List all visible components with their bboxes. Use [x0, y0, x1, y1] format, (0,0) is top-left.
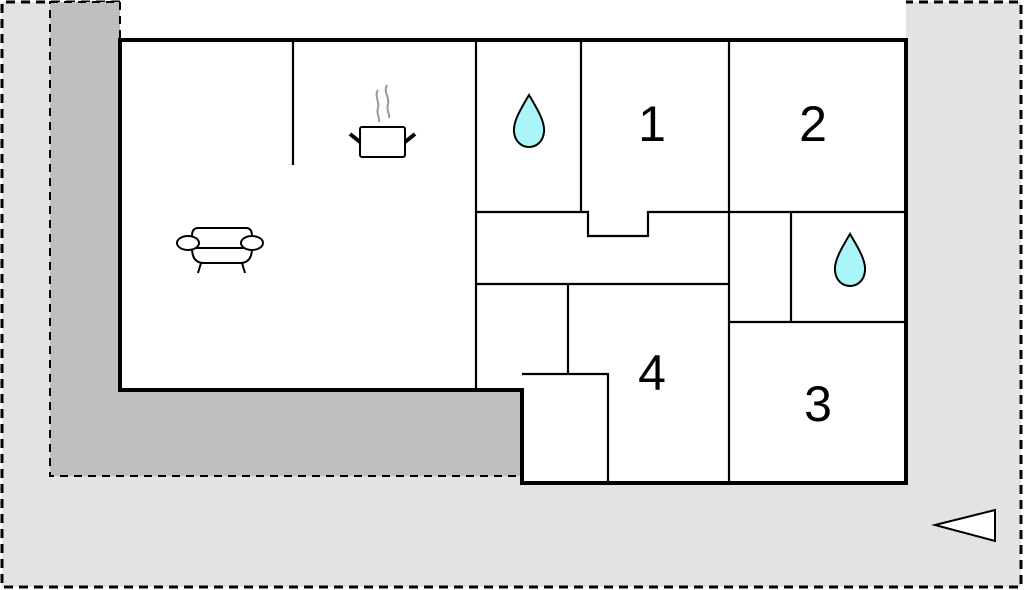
- interior-walls: [291, 40, 906, 483]
- room-label-3: 3: [804, 376, 832, 432]
- water-drop-icon: [833, 232, 867, 288]
- room-label-1: 1: [638, 96, 666, 152]
- sofa-icon: [176, 227, 264, 274]
- house-outline: [118, 38, 908, 485]
- entrance-arrow-icon: [931, 508, 996, 543]
- room-label-4: 4: [638, 345, 666, 401]
- water-drop-icon: [512, 93, 546, 149]
- cooking-pot-icon: [348, 84, 417, 158]
- room-label-2: 2: [799, 96, 827, 152]
